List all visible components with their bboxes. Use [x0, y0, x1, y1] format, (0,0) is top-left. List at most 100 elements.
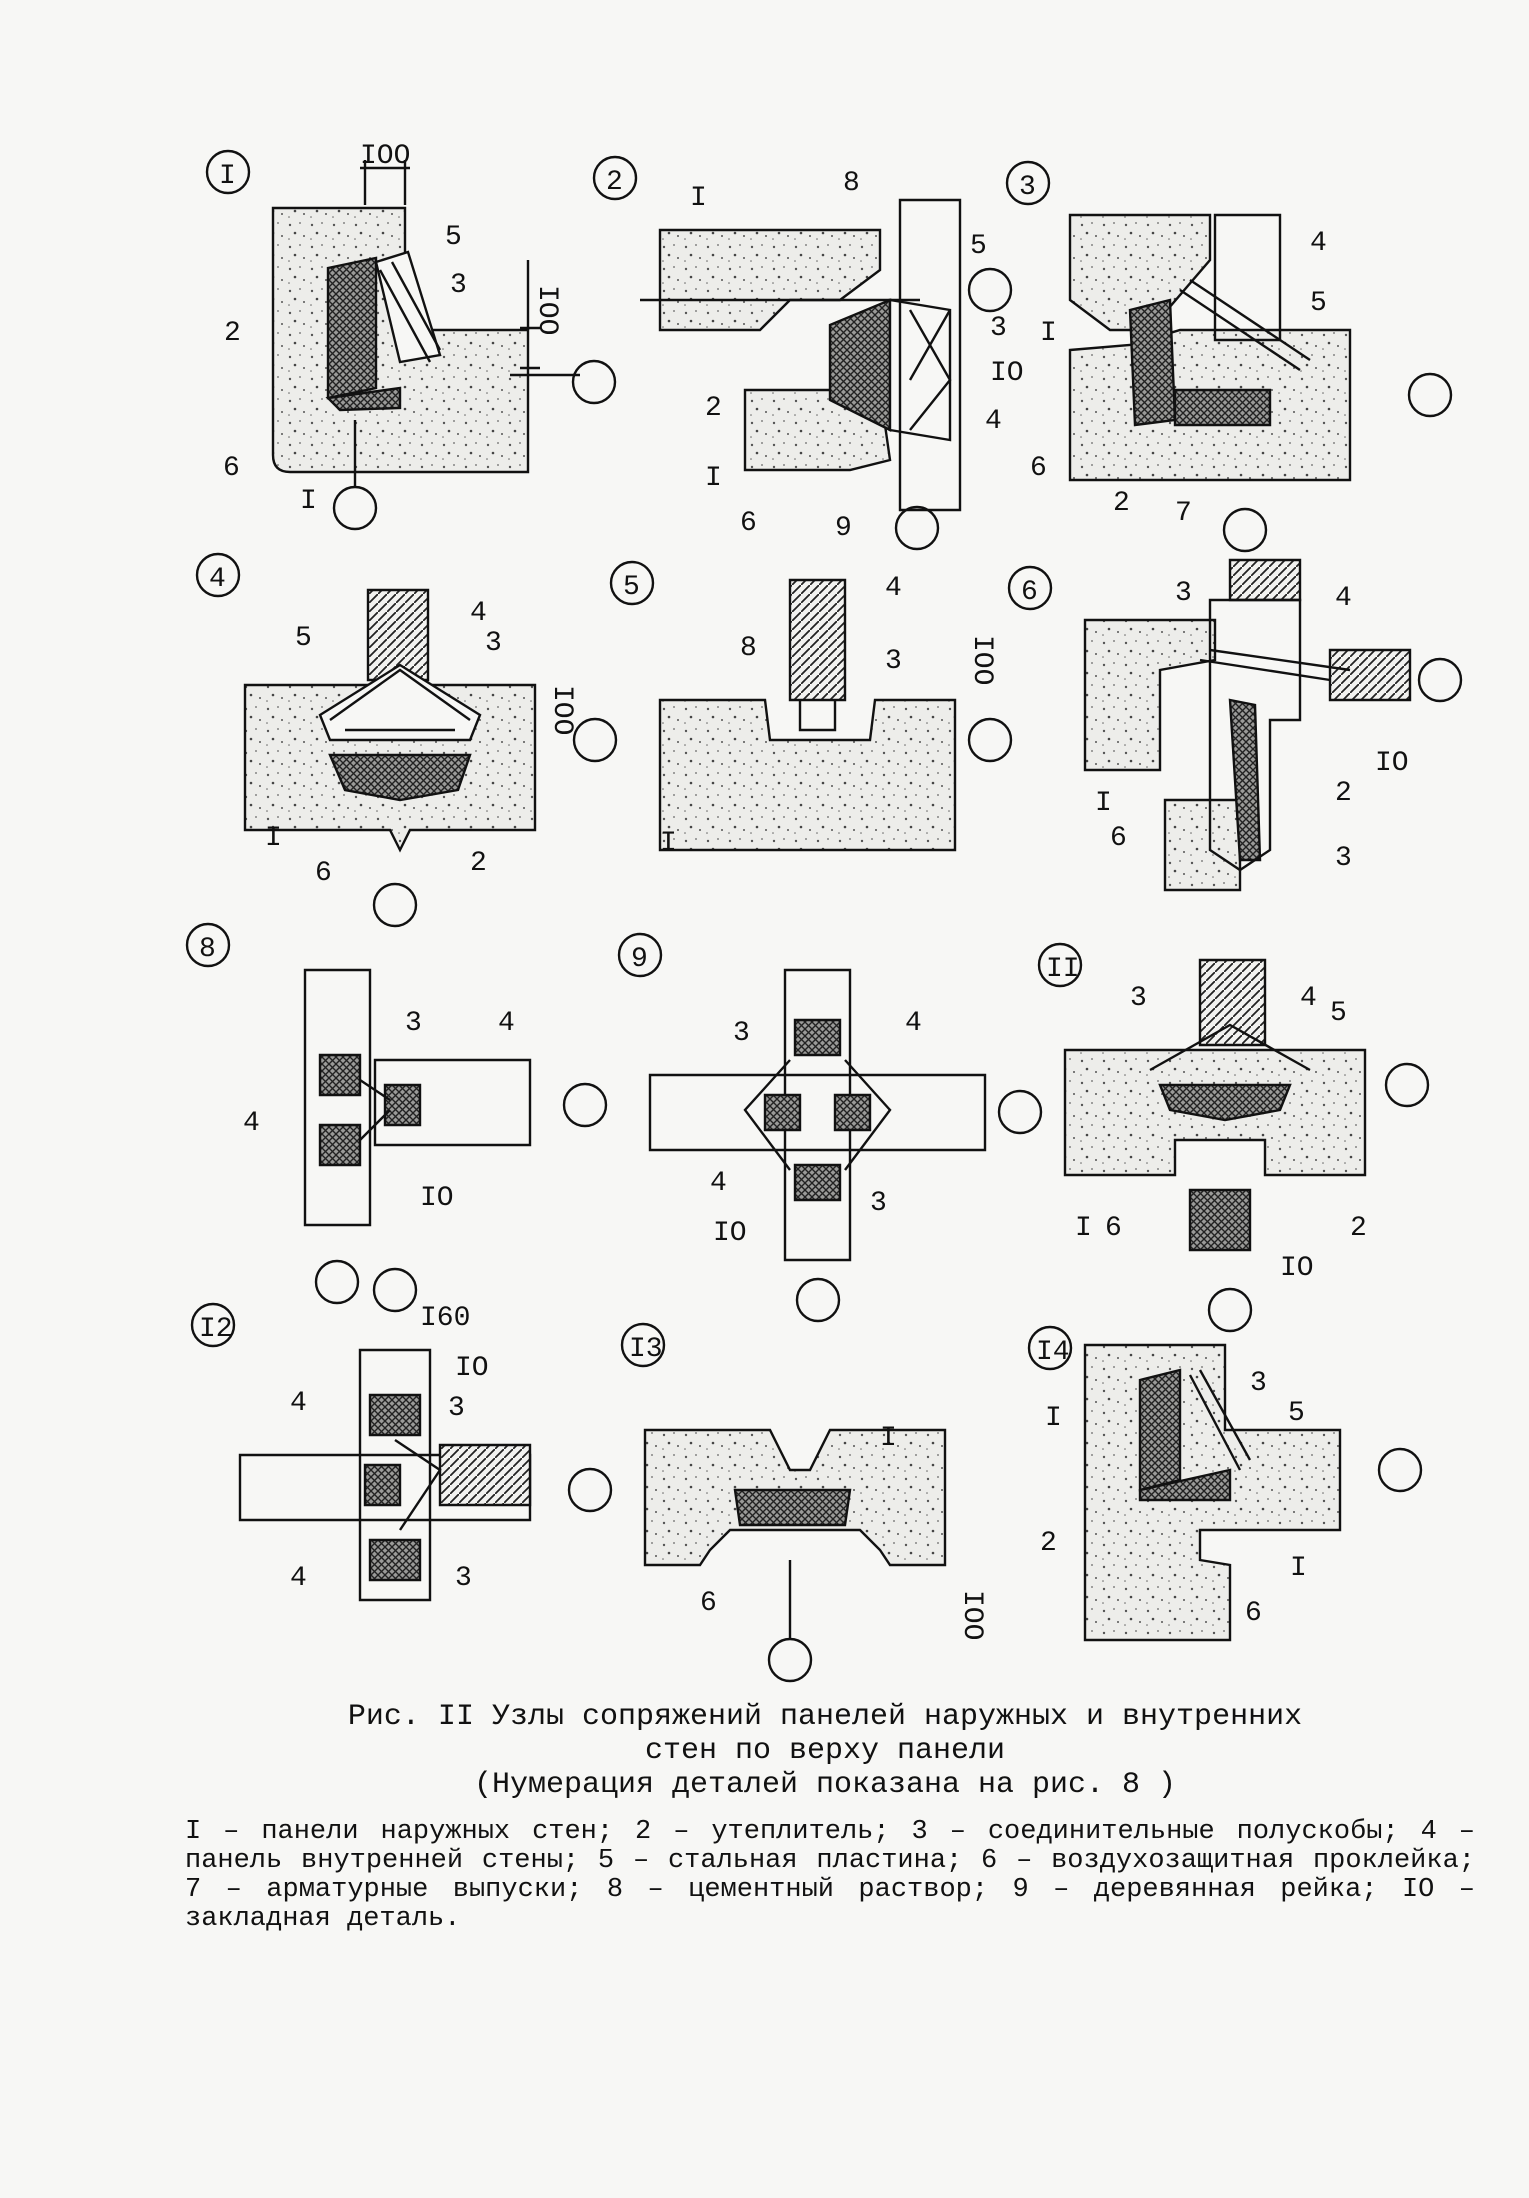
label: 4: [470, 598, 487, 629]
label: 3: [450, 270, 467, 301]
label: 3: [1175, 578, 1192, 609]
label: I60: [420, 1303, 470, 1334]
label: 3: [885, 646, 902, 677]
label: I: [1290, 1553, 1307, 1584]
label: 3: [733, 1018, 750, 1049]
node-number: I2: [199, 1314, 233, 1345]
node-number: 8: [199, 934, 216, 965]
label: I: [690, 183, 707, 214]
label: 8: [843, 168, 860, 199]
label: 3: [1335, 843, 1352, 874]
label: IOO: [531, 285, 562, 335]
node-1: I IOO 5 3 2 IOO 6 I: [205, 141, 617, 531]
label: 4: [905, 1008, 922, 1039]
label: 3: [1250, 1368, 1267, 1399]
label: 2: [1335, 778, 1352, 809]
node-number: II: [1046, 954, 1080, 985]
node-number: 9: [631, 944, 648, 975]
label: IO: [713, 1218, 747, 1249]
label: 4: [1335, 583, 1352, 614]
node-number: 5: [623, 572, 640, 603]
label: 5: [295, 623, 312, 654]
label: 3: [1130, 983, 1147, 1014]
label: IO: [455, 1353, 489, 1384]
label: I: [1075, 1213, 1092, 1244]
label: 5: [1288, 1398, 1305, 1429]
node-14: I4 3 I 5 2 I 6: [1027, 1325, 1423, 1642]
node-3: 3 4 I 5 6 2 7: [1005, 160, 1453, 553]
label: 5: [1310, 288, 1327, 319]
node-number: 3: [1019, 172, 1036, 203]
node-5: 5 4 8 3 IOO I: [609, 560, 1013, 859]
label: IOO: [956, 1590, 987, 1640]
label: 2: [470, 848, 487, 879]
label: 9: [835, 513, 852, 544]
label: 4: [498, 1008, 515, 1039]
node-4: 4 4 5 3 IOO I 6 2: [195, 552, 618, 928]
label: 4: [710, 1168, 727, 1199]
label: 4: [1310, 228, 1327, 259]
label: IOO: [360, 141, 410, 172]
node-11: II 3 4 5 I 6 2 IO: [1037, 942, 1430, 1333]
node-6: 6 3 4 IO I 2 6 3: [1007, 558, 1463, 892]
node-2: 2 I 8 5 3 IO 2 4 I 6 9: [592, 155, 1024, 551]
label: I: [1095, 788, 1112, 819]
label: 6: [315, 858, 332, 889]
label: 2: [1113, 488, 1130, 519]
label: 6: [1105, 1213, 1122, 1244]
figure-caption: Рис. II Узлы сопряжений панелей наружных…: [180, 1700, 1470, 1802]
label: I: [1040, 318, 1057, 349]
label: 4: [1300, 983, 1317, 1014]
label: 6: [1030, 453, 1047, 484]
figure-legend: I – панели наружных стен; 2 – утеплитель…: [185, 1817, 1475, 1934]
label: 3: [990, 313, 1007, 344]
caption-line-3: (Нумерация деталей показана на рис. 8 ): [473, 1768, 1177, 1802]
label: I: [265, 823, 282, 854]
label: 3: [870, 1188, 887, 1219]
label: 4: [290, 1388, 307, 1419]
label: 5: [445, 222, 462, 253]
node-8: 8 3 4 4 IO: [185, 922, 608, 1305]
label: 4: [243, 1108, 260, 1139]
label: IO: [420, 1183, 454, 1214]
node-9: 9 3 4 4 IO 3: [617, 932, 1043, 1323]
label: IO: [1375, 748, 1409, 779]
label: 5: [970, 231, 987, 262]
node-number: 4: [209, 564, 226, 595]
label: IO: [990, 358, 1024, 389]
label: 6: [1245, 1598, 1262, 1629]
label: 3: [485, 628, 502, 659]
label: 4: [885, 573, 902, 604]
label: 6: [1110, 823, 1127, 854]
label: IOO: [966, 635, 997, 685]
label: 3: [448, 1393, 465, 1424]
label: IOO: [546, 685, 577, 735]
label: 3: [455, 1563, 472, 1594]
label: 2: [705, 393, 722, 424]
node-number: I4: [1036, 1337, 1070, 1368]
label: 6: [700, 1588, 717, 1619]
caption-line-1: Рис. II Узлы сопряжений панелей наружных…: [347, 1700, 1303, 1734]
label: 2: [1040, 1528, 1057, 1559]
label: 2: [224, 318, 241, 349]
label: 5: [1330, 998, 1347, 1029]
node-number: 2: [606, 167, 623, 198]
caption-line-2: стен по верху панели: [644, 1734, 1006, 1768]
label: I: [705, 463, 722, 494]
label: I: [660, 828, 677, 859]
label: 6: [223, 453, 240, 484]
label: 2: [1350, 1213, 1367, 1244]
label: I: [880, 1423, 897, 1454]
node-13: I3 I 6 IOO: [620, 1322, 987, 1683]
label: 7: [1175, 498, 1192, 529]
node-number: 6: [1021, 577, 1038, 608]
node-number: I: [219, 161, 236, 192]
node-number: I3: [629, 1334, 663, 1365]
label: I: [1045, 1403, 1062, 1434]
label: IO: [1280, 1253, 1314, 1284]
node-12: I2 I60 IO 4 3 4 3: [190, 1267, 613, 1602]
label: I: [300, 486, 317, 517]
label: 6: [740, 508, 757, 539]
label: 3: [405, 1008, 422, 1039]
